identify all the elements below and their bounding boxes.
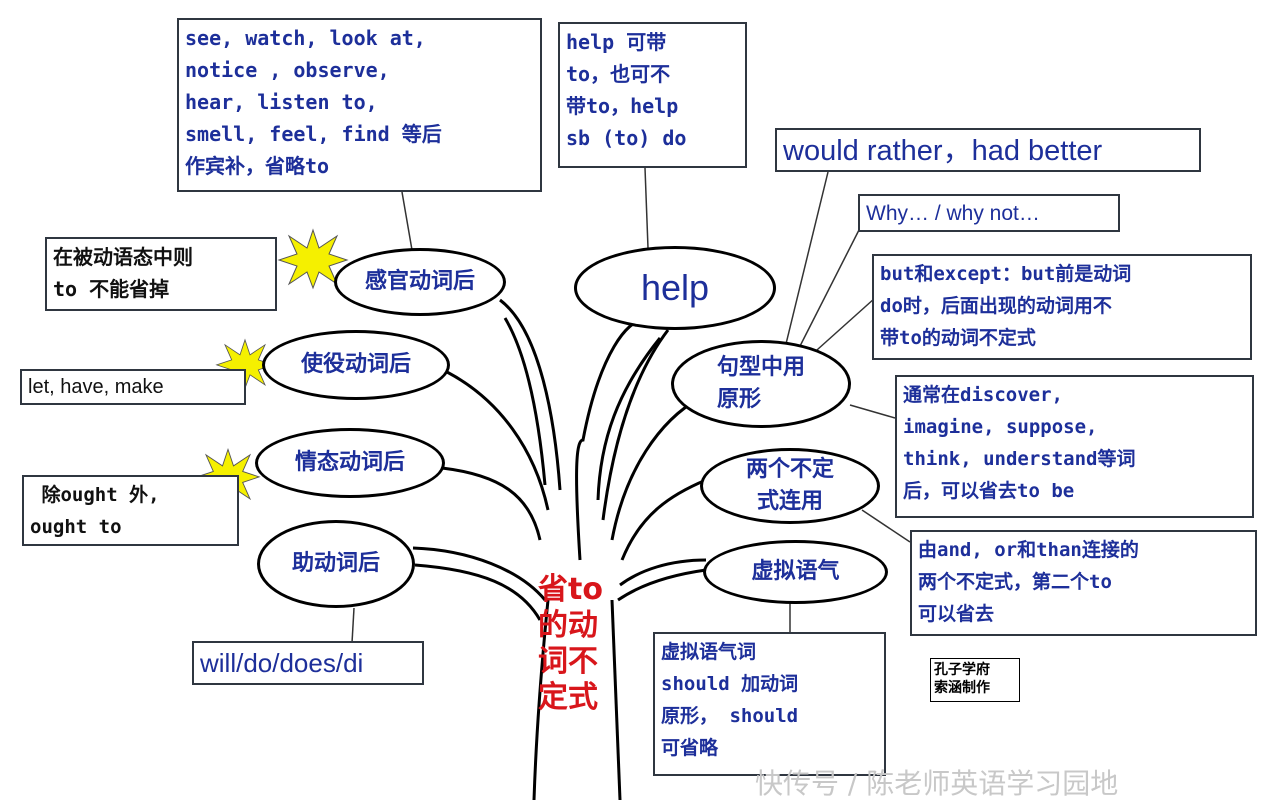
branch-auxiliary [412, 546, 547, 601]
branch-perception-2 [503, 317, 547, 486]
branch-modal-label: 情态动词后 [255, 428, 445, 498]
note-discover: 通常在discover, imagine, suppose, think, un… [895, 375, 1254, 518]
trunk-right [610, 599, 622, 801]
note-causative-verbs: let, have, make [20, 369, 246, 405]
branch-subjunctive-2 [617, 568, 707, 602]
note-would-rather: would rather，had better [775, 128, 1201, 172]
note-perception-verbs: see, watch, look at, notice , observe, h… [177, 18, 542, 192]
note-auxiliary-verbs: will/do/does/di [192, 641, 424, 685]
branch-help-label: help [574, 246, 776, 330]
trunk-title-text: 省to的动词不定式 [538, 572, 603, 715]
branch-auxiliary-label: 助动词后 [257, 520, 415, 608]
branch-two [620, 478, 707, 561]
note-subjunctive: 虚拟语气词 should 加动词 原形， should 可省略 [653, 632, 886, 776]
trunk-title: 省to的动词不定式 [538, 572, 618, 716]
branch-center [575, 320, 641, 561]
trunk-left [532, 599, 550, 801]
note-modal-except: 除ought 外, ought to [22, 475, 239, 546]
note-but-except: but和except：but前是动词 do时，后面出现的动词用不 带to的动词不… [872, 254, 1252, 360]
note-why: Why… / why not… [858, 194, 1120, 232]
branch-causative [446, 370, 550, 511]
branch-pattern-label: 句型中用 原形 [671, 340, 851, 428]
watermark: 快传号 / 陈老师英语学习园地 [755, 767, 1119, 800]
note-passive: 在被动语态中则 to 不能省掉 [45, 237, 277, 311]
branch-causative-label: 使役动词后 [262, 330, 450, 400]
branch-subjunctive-label: 虚拟语气 [703, 540, 888, 604]
branch-help-2 [596, 337, 662, 501]
branch-two-infinitives-label: 两个不定 式连用 [700, 448, 880, 524]
branch-perception-label: 感官动词后 [334, 248, 506, 316]
branch-modal [441, 466, 542, 541]
star-icon [277, 228, 349, 290]
branch-subjunctive [619, 558, 707, 587]
branch-help [601, 329, 670, 521]
branch-auxiliary-2 [414, 563, 542, 621]
branch-perception [499, 298, 562, 491]
note-and-or-than: 由and, or和than连接的 两个不定式，第二个to 可以省去 [910, 530, 1257, 636]
credit-label: 孔子学府 索涵制作 [930, 658, 1020, 702]
note-help: help 可带 to，也可不 带to，help sb (to) do [558, 22, 747, 168]
